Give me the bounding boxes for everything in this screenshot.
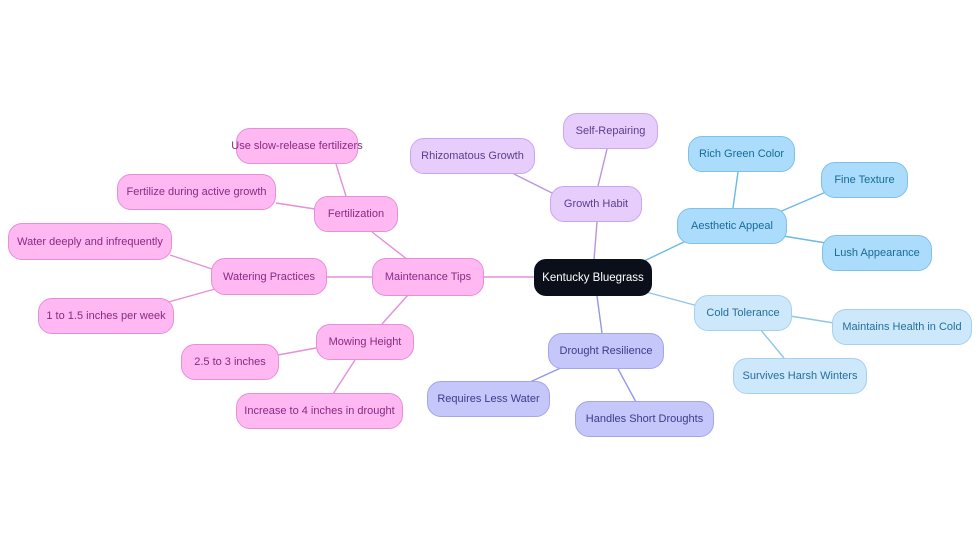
edge-fertilization-active bbox=[275, 202, 316, 210]
edge-watering-deep bbox=[169, 254, 213, 270]
edge-fertilization-slow bbox=[335, 163, 347, 197]
node-fertilize-during-active-growth[interactable]: Fertilize during active growth bbox=[117, 174, 276, 210]
node-increase-to-4-inches[interactable]: Increase to 4 inches in drought bbox=[236, 393, 403, 429]
node-requires-less-water[interactable]: Requires Less Water bbox=[427, 381, 550, 417]
node-rhizomatous-growth[interactable]: Rhizomatous Growth bbox=[410, 138, 535, 174]
edge-cold-winters bbox=[759, 328, 785, 359]
edge-mowing-height bbox=[277, 347, 317, 356]
root-node[interactable]: Kentucky Bluegrass bbox=[534, 259, 652, 296]
node-watering-practices[interactable]: Watering Practices bbox=[211, 258, 327, 295]
node-1-to-1.5-inches[interactable]: 1 to 1.5 inches per week bbox=[38, 298, 174, 334]
edge-maintenance-mowing bbox=[381, 294, 409, 325]
node-lush-appearance[interactable]: Lush Appearance bbox=[822, 235, 932, 271]
edge-root-drought bbox=[596, 295, 603, 334]
node-aesthetic-appeal[interactable]: Aesthetic Appeal bbox=[677, 208, 787, 244]
node-self-repairing[interactable]: Self-Repairing bbox=[563, 113, 658, 149]
node-fine-texture[interactable]: Fine Texture bbox=[821, 162, 908, 198]
node-growth-habit[interactable]: Growth Habit bbox=[550, 186, 642, 222]
edge-maintenance-fertilization bbox=[371, 231, 409, 261]
node-maintenance-tips[interactable]: Maintenance Tips bbox=[372, 258, 484, 296]
node-maintains-health-in-cold[interactable]: Maintains Health in Cold bbox=[832, 309, 972, 345]
node-water-deeply[interactable]: Water deeply and infrequently bbox=[8, 223, 172, 260]
edge-aesthetic-lush bbox=[782, 235, 827, 244]
edge-root-cold bbox=[645, 291, 699, 307]
node-fertilization[interactable]: Fertilization bbox=[314, 196, 398, 232]
edge-growth-self bbox=[597, 148, 608, 187]
node-handles-short-droughts[interactable]: Handles Short Droughts bbox=[575, 401, 714, 437]
node-cold-tolerance[interactable]: Cold Tolerance bbox=[694, 295, 792, 331]
edge-mowing-drought bbox=[332, 359, 356, 395]
edge-growth-rhizome bbox=[513, 173, 555, 195]
node-rich-green-color[interactable]: Rich Green Color bbox=[688, 136, 795, 172]
node-survives-harsh-winters[interactable]: Survives Harsh Winters bbox=[733, 358, 867, 394]
edge-aesthetic-green bbox=[732, 171, 739, 209]
node-use-slow-release-fertilizers[interactable]: Use slow-release fertilizers bbox=[231, 128, 363, 164]
edge-cold-health bbox=[789, 315, 835, 324]
edge-root-aesthetic bbox=[641, 239, 689, 263]
edge-drought-short bbox=[616, 366, 637, 403]
edge-watering-inches bbox=[164, 288, 216, 304]
node-drought-resilience[interactable]: Drought Resilience bbox=[548, 333, 664, 369]
node-mowing-height[interactable]: Mowing Height bbox=[316, 324, 414, 360]
edge-aesthetic-texture bbox=[776, 191, 827, 214]
edge-root-growth bbox=[593, 221, 598, 261]
node-2.5-to-3-inches[interactable]: 2.5 to 3 inches bbox=[181, 344, 279, 380]
